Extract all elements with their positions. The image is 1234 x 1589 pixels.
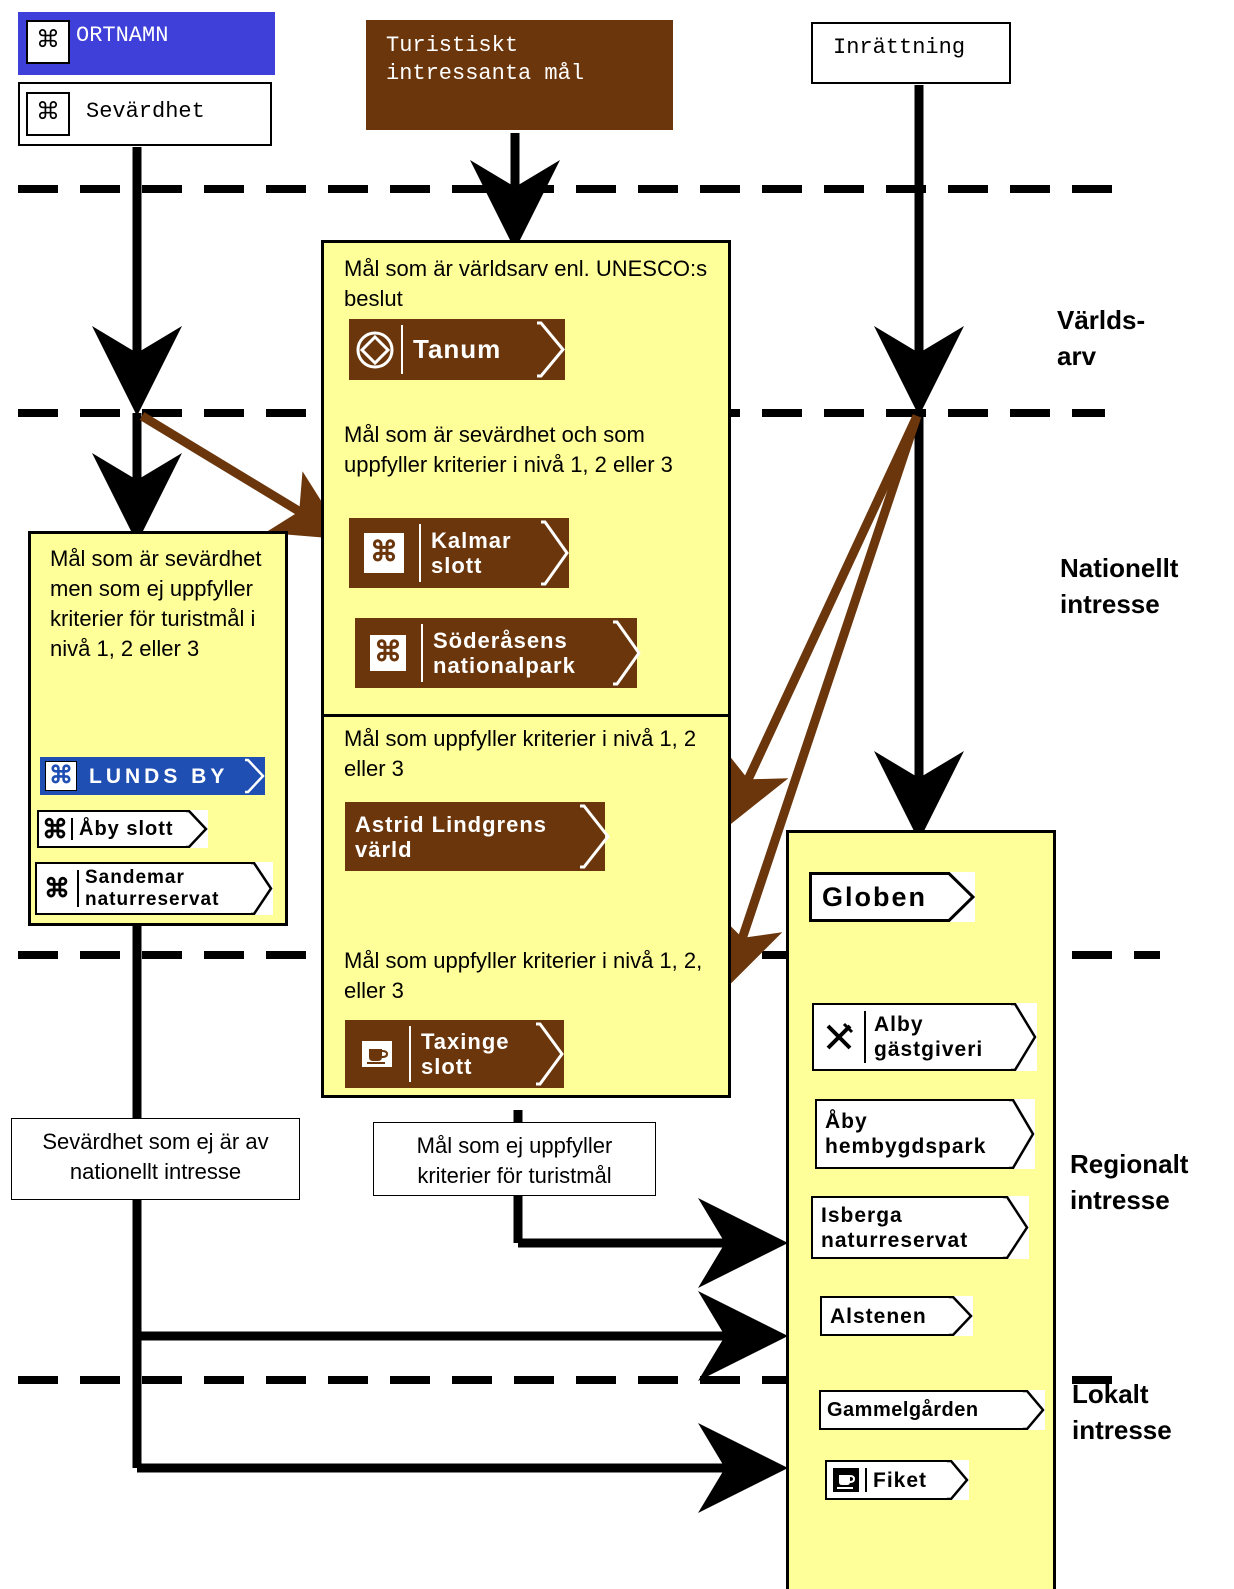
sign-globen: Globen	[809, 872, 975, 922]
sevardhet-symbol-icon: ⌘	[26, 92, 70, 136]
sevardhet-ej-description: Mål som är sevärdhet men som ej uppfylle…	[50, 546, 262, 661]
sign-text: Tanum	[413, 334, 502, 364]
sign-text: Astrid Lindgrens värld	[355, 811, 548, 862]
varldsarv-description: Mål som är världsarv enl. UNESCO:s beslu…	[344, 256, 708, 311]
sevardhet-symbol-icon: ⌘	[355, 635, 421, 671]
sevardhet-symbol-icon: ⌘	[45, 761, 77, 791]
sign-text: Sandemar naturreservat	[85, 866, 220, 910]
sign-text: Isberga naturreservat	[821, 1203, 969, 1252]
sign-text: LUNDS BY	[89, 764, 229, 788]
sign-aby-hembygdspark: Åby hembygdspark	[815, 1099, 1035, 1169]
ortnamn-legend: ⌘ ORTNAMN	[18, 12, 275, 75]
sign-text: Taxinge slott	[421, 1029, 510, 1079]
sign-tanum: Tanum	[349, 319, 565, 380]
sign-alstenen: Alstenen	[820, 1296, 973, 1336]
note-sevardhet-ej-nationellt: Sevärdhet som ej är av nationellt intres…	[11, 1118, 300, 1200]
chevron-right-icon	[537, 321, 565, 378]
sevardhet-symbol-icon: ⌘	[26, 20, 70, 64]
kriterier-description: Mål som uppfyller kriterier i nivå 1, 2 …	[344, 726, 697, 781]
sign-text: Alstenen	[830, 1304, 927, 1328]
sign-isberga: Isberga naturreservat	[811, 1196, 1029, 1259]
chevron-right-icon	[580, 804, 610, 869]
level-label-lokalt: Lokalt intresse	[1072, 1379, 1172, 1445]
chevron-right-icon	[251, 862, 273, 915]
sign-lunds-by: ⌘ LUNDS BY	[40, 757, 265, 795]
sevardhet-legend: ⌘ Sevärdhet	[18, 82, 272, 146]
sign-text: Åby hembygdspark	[825, 1110, 987, 1158]
level-label-varldsarv: Världs- arv	[1057, 305, 1146, 371]
sevardhet-ej-box	[28, 531, 288, 926]
chevron-right-icon	[536, 1022, 564, 1086]
chevron-right-icon	[245, 758, 265, 794]
kriterier-description-lower: Mål som uppfyller kriterier i nivå 1, 2,…	[344, 948, 703, 1003]
sign-text: Alby gästgiveri	[874, 1013, 984, 1061]
sign-alby-gastgiveri: Alby gästgiveri	[812, 1003, 1037, 1071]
chevron-right-icon	[613, 620, 641, 686]
sign-soderasens: ⌘ Söderåsens nationalpark	[355, 618, 641, 688]
sevardhet-label: Sevärdhet	[86, 99, 205, 124]
ortnamn-label: ORTNAMN	[76, 23, 169, 48]
sign-astrid-lindgrens: Astrid Lindgrens värld	[345, 802, 610, 871]
chevron-right-icon	[947, 1460, 969, 1500]
sevardhet-kriterier-description: Mål som är sevärdhet och som uppfyller k…	[344, 422, 673, 477]
sign-aby-slott: ⌘ Åby slott	[37, 810, 208, 848]
chevron-right-icon	[186, 810, 208, 848]
level-label-regionalt: Regionalt intresse	[1070, 1149, 1189, 1215]
column-divider	[321, 714, 731, 717]
cafe-icon	[827, 1467, 865, 1493]
chevron-right-icon	[1023, 1390, 1045, 1430]
turistiskt-label: Turistiskt intressanta mål	[386, 33, 585, 86]
cafe-icon	[345, 1039, 409, 1069]
brown-arrow-to-taxinge	[713, 414, 922, 990]
inrattning-label: Inrättning	[833, 35, 966, 60]
sign-text: Åby slott	[79, 817, 174, 840]
brown-arrow-to-astrid	[723, 414, 922, 829]
sign-kalmar-slott: ⌘ Kalmar slott	[349, 518, 569, 588]
world-heritage-icon	[349, 330, 401, 370]
fork-knife-icon	[814, 1022, 864, 1052]
note-ej-turistmal: Mål som ej uppfyller kriterier för turis…	[373, 1122, 656, 1196]
level-label-nationellt: Nationellt intresse	[1060, 553, 1179, 619]
sign-taxinge-slott: Taxinge slott	[345, 1020, 564, 1088]
sevardhet-symbol-icon: ⌘	[349, 533, 419, 573]
chevron-right-icon	[1009, 1099, 1035, 1169]
chevron-right-icon	[949, 1296, 973, 1336]
sign-text: Söderåsens nationalpark	[433, 628, 576, 678]
chevron-right-icon	[945, 872, 975, 922]
sign-text: Globen	[822, 881, 927, 912]
turistiskt-legend: Turistiskt intressanta mål	[366, 20, 673, 130]
chevron-right-icon	[1003, 1196, 1029, 1259]
sign-sandemar: ⌘ Sandemar naturreservat	[35, 862, 273, 915]
sevardhet-symbol-icon: ⌘	[42, 813, 68, 844]
sign-text: Kalmar slott	[431, 528, 512, 578]
sign-gammelgarden: Gammelgården	[819, 1390, 1045, 1430]
sign-text: Fiket	[873, 1468, 928, 1492]
brown-arrow-to-kalmar	[139, 412, 346, 540]
chevron-right-icon	[1011, 1003, 1037, 1071]
sevardhet-symbol-icon: ⌘	[44, 873, 70, 903]
sign-fiket: Fiket	[825, 1460, 969, 1500]
inrattning-legend: Inrättning	[811, 22, 1011, 84]
chevron-right-icon	[541, 520, 569, 586]
sign-text: Gammelgården	[827, 1398, 979, 1421]
